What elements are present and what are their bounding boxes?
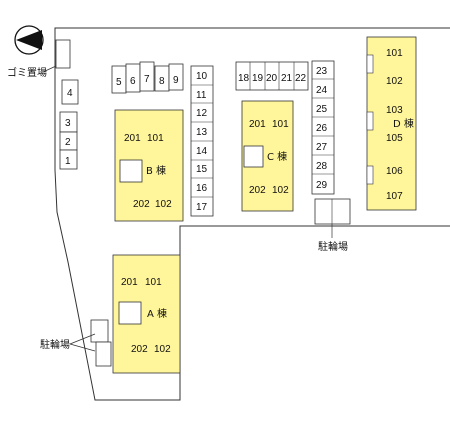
parking-right-column: 23 24 25 26 27 28 29: [311, 60, 335, 195]
parking-space-6: 6: [130, 76, 136, 87]
parking-space-22: 22: [295, 73, 307, 84]
parking-space-27: 27: [316, 142, 328, 153]
parking-space-23: 23: [316, 66, 328, 77]
parking-space-26: 26: [316, 123, 328, 134]
parking-space-18: 18: [238, 73, 250, 84]
parking-left-column: 4 3 2 1: [59, 79, 79, 170]
building-d-unit-102: 102: [386, 76, 403, 87]
building-b-unit-202: 202: [133, 199, 150, 210]
parking-space-20: 20: [266, 73, 278, 84]
parking-space-24: 24: [316, 85, 328, 96]
parking-space-8: 8: [159, 76, 165, 87]
parking-space-17: 17: [196, 202, 208, 213]
garbage-label: ゴミ置場: [7, 66, 47, 79]
building-d-unit-103: 103: [386, 105, 403, 116]
parking-space-2: 2: [65, 137, 71, 148]
parking-space-1: 1: [65, 156, 71, 167]
parking-space-16: 16: [196, 183, 208, 194]
bike-parking-left-label: 駐輪場: [40, 338, 70, 351]
bike-parking-right: 駐輪場: [314, 198, 351, 253]
parking-space-29: 29: [316, 180, 328, 191]
building-c: 201 101 C 棟 202 102: [241, 100, 294, 212]
building-b-name: B 棟: [146, 164, 166, 177]
building-a-unit-202: 202: [131, 344, 148, 355]
parking-c-row: 18 19 20 21 22: [235, 61, 309, 91]
north-arrow-icon: [14, 25, 44, 55]
parking-space-25: 25: [316, 104, 328, 115]
parking-space-5: 5: [116, 77, 122, 88]
bike-parking-left: 駐輪場: [40, 319, 112, 367]
parking-space-11: 11: [196, 90, 207, 101]
bike-parking-right-label: 駐輪場: [318, 240, 348, 253]
building-b-unit-201: 201: [124, 133, 141, 144]
parking-space-9: 9: [173, 75, 179, 86]
building-d-unit-101: 101: [386, 48, 403, 59]
parking-space-7: 7: [144, 74, 150, 85]
parking-space-21: 21: [281, 73, 293, 84]
building-a-unit-201: 201: [121, 277, 138, 288]
parking-space-14: 14: [196, 146, 208, 157]
parking-space-13: 13: [196, 127, 208, 138]
building-a-unit-101: 101: [145, 277, 162, 288]
parking-space-12: 12: [196, 108, 208, 119]
building-c-name: C 棟: [267, 150, 287, 163]
garbage-area: [55, 39, 71, 69]
building-d: 101 102 103 D 棟 105 106 107: [366, 36, 417, 211]
parking-space-3: 3: [65, 118, 71, 129]
building-a-name: A 棟: [147, 307, 167, 320]
building-d-unit-106: 106: [386, 166, 403, 177]
building-d-unit-107: 107: [386, 191, 403, 202]
parking-top-row: 5 6 7 8 9: [111, 61, 184, 94]
building-d-unit-105: 105: [386, 133, 403, 144]
building-c-unit-202: 202: [249, 185, 266, 196]
parking-space-19: 19: [252, 73, 264, 84]
parking-space-10: 10: [196, 71, 208, 82]
building-c-unit-201: 201: [249, 119, 266, 130]
building-a-unit-102: 102: [154, 344, 171, 355]
parking-space-4: 4: [67, 88, 73, 99]
parking-space-15: 15: [196, 164, 208, 175]
building-c-unit-102: 102: [272, 185, 289, 196]
parking-space-28: 28: [316, 161, 328, 172]
building-b-unit-102: 102: [155, 199, 172, 210]
building-a: 201 101 A 棟 202 102: [112, 254, 181, 374]
building-c-unit-101: 101: [272, 119, 289, 130]
building-b: 201 101 B 棟 202 102: [114, 109, 184, 222]
building-d-name: D 棟: [393, 117, 414, 130]
parking-middle-column: 10 11 12 13 14 15 16 17: [190, 65, 214, 217]
building-b-unit-101: 101: [147, 133, 164, 144]
